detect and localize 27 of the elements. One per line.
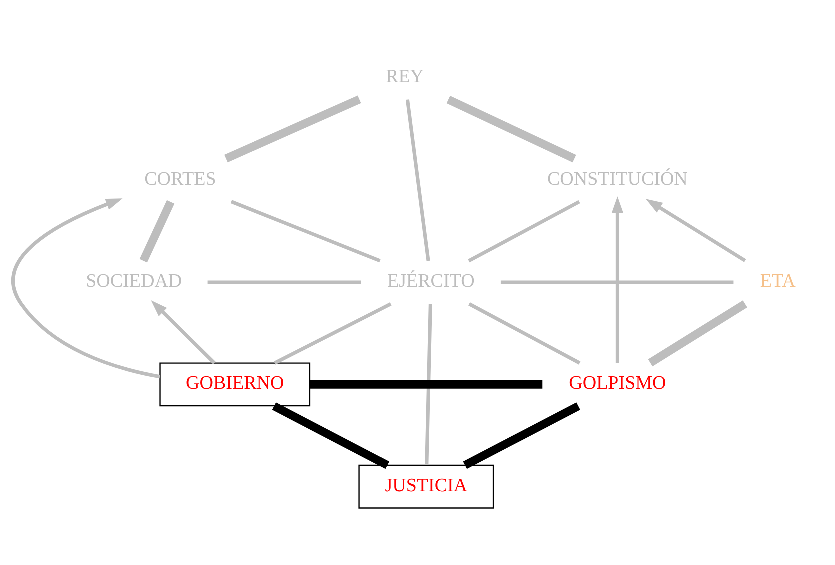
node-text: REY: [386, 66, 424, 88]
connector: [274, 302, 392, 365]
connector: [648, 300, 748, 367]
arrow: [151, 300, 216, 364]
node-text: EJÉRCITO: [388, 271, 475, 292]
connector: [230, 200, 381, 263]
connector: [140, 200, 175, 263]
node-text: CORTES: [144, 168, 216, 190]
connector: [468, 200, 580, 263]
node-text: CONSTITUCIÓN: [548, 168, 688, 190]
connector: [425, 304, 432, 466]
node-text: SOCIEDAD: [86, 271, 182, 292]
connector: [208, 280, 362, 284]
connector: [272, 402, 390, 470]
node-text: ETA: [760, 271, 796, 292]
connector: [224, 96, 362, 163]
connector: [446, 96, 576, 163]
node-box: JUSTICIA: [358, 464, 494, 509]
arrow: [646, 199, 746, 262]
node-text: GOLPISMO: [569, 373, 666, 394]
connector: [406, 100, 430, 262]
arrow: [12, 198, 160, 379]
connector: [468, 302, 581, 365]
arrow: [612, 196, 624, 364]
connector: [500, 280, 734, 284]
node-box: GOBIERNO: [160, 362, 311, 407]
connector: [463, 402, 580, 470]
